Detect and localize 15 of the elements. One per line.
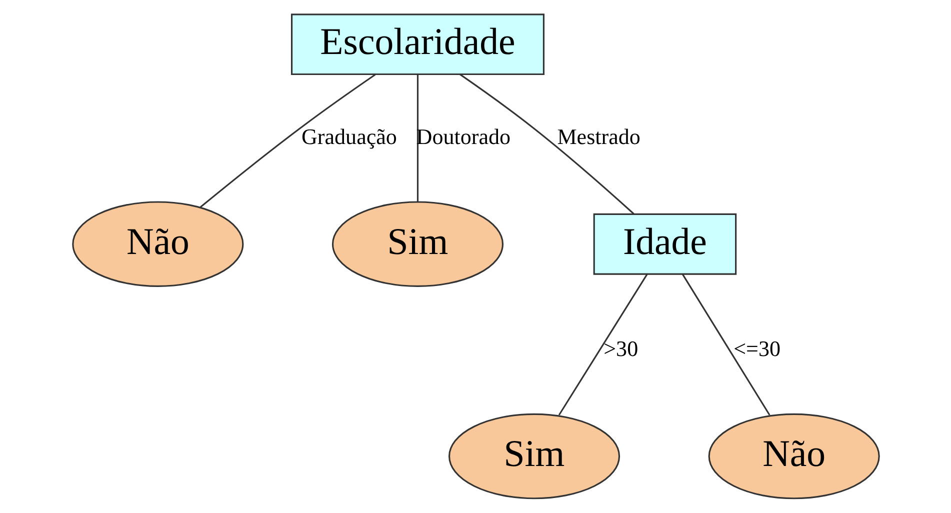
node-ellipse: Não: [708, 413, 880, 500]
node-box: Idade: [592, 213, 736, 275]
connector: [199, 74, 376, 208]
connector: [681, 274, 770, 416]
node-ellipse: Sim: [448, 413, 620, 500]
edge-label: Graduação: [301, 124, 396, 149]
connector: [458, 74, 634, 214]
edge-label: Mestrado: [556, 124, 640, 149]
node-ellipse: Sim: [331, 201, 504, 287]
connector: [416, 74, 418, 202]
node-box: Escolaridade: [290, 14, 544, 76]
edge-label: <=30: [733, 336, 780, 362]
connector: [558, 274, 648, 416]
node-ellipse: Não: [72, 201, 244, 287]
edge-label: >30: [603, 336, 638, 362]
